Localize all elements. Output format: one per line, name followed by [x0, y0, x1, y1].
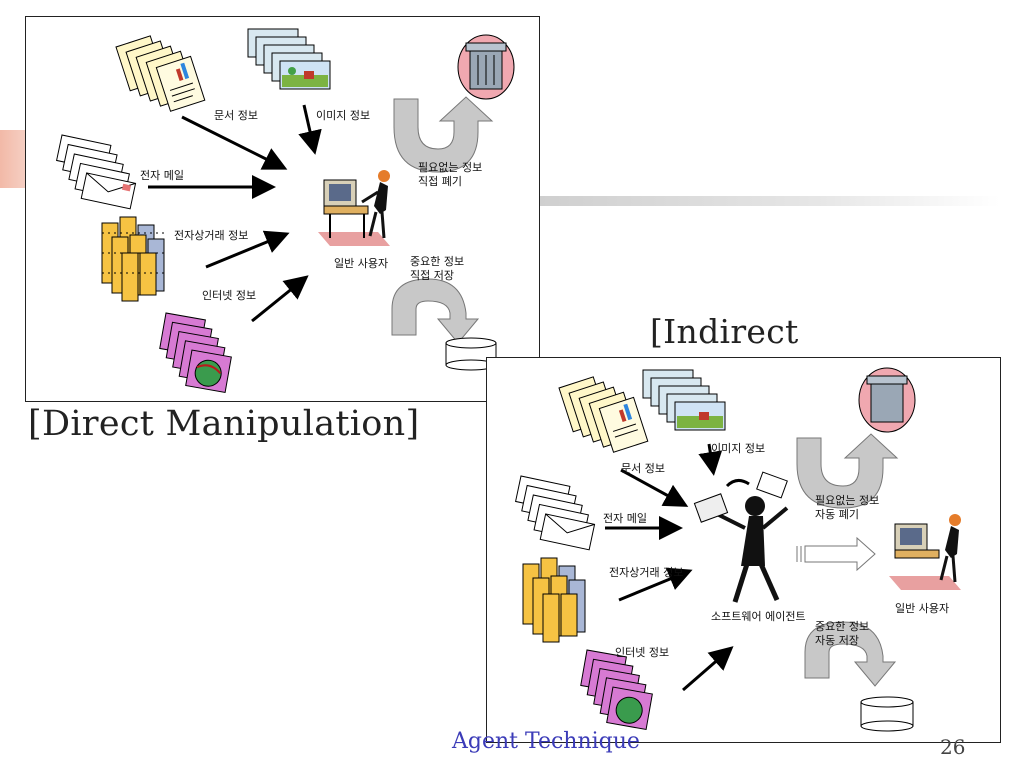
- label-general-user: 일반 사용자: [895, 602, 950, 615]
- slide-footer: Agent Technique: [452, 729, 640, 754]
- storage-cylinder-icon: [445, 337, 497, 371]
- label-save-line2: 직접 저장: [410, 269, 454, 282]
- label-general-user: 일반 사용자: [334, 257, 389, 270]
- slide-divider-line: [540, 196, 1000, 206]
- label-discard-line2: 자동 폐기: [815, 508, 859, 521]
- label-email: 전자 메일: [140, 169, 184, 182]
- label-ecommerce-info: 전자상거래 정보: [174, 229, 249, 242]
- page-number: 26: [940, 735, 966, 759]
- coin-stack-icon: [522, 557, 586, 643]
- computer-user-icon: [318, 170, 390, 246]
- discard-curved-arrow: [393, 96, 494, 173]
- flow-arrows: [148, 104, 322, 323]
- save-curved-arrow: [804, 621, 897, 687]
- label-discard-line1: 필요없는 정보: [418, 161, 483, 174]
- trash-can-icon: [457, 34, 515, 100]
- envelope-stack-icon: [56, 134, 137, 210]
- label-save-line1: 중요한 정보: [815, 620, 870, 633]
- label-ecommerce-info: 전자상거래 정보: [609, 566, 684, 579]
- label-discard-line1: 필요없는 정보: [815, 494, 880, 507]
- globe-stack-icon: [580, 649, 653, 731]
- label-software-agent: 소프트웨어 에이전트: [711, 610, 806, 623]
- globe-stack-icon: [159, 312, 232, 394]
- label-discard-line2: 직접 폐기: [418, 175, 462, 188]
- direct-diagram-graphics: [56, 28, 515, 394]
- picture-stack-icon: [247, 28, 331, 90]
- label-save-line1: 중요한 정보: [410, 255, 465, 268]
- label-image-info: 이미지 정보: [316, 109, 371, 122]
- indirect-diagram-graphics: [515, 367, 961, 732]
- coin-stack-icon: [101, 216, 165, 302]
- document-stack-icon: [115, 35, 206, 112]
- storage-cylinder-icon: [860, 696, 914, 732]
- software-agent-icon: [693, 471, 789, 603]
- picture-stack-icon: [642, 369, 726, 431]
- label-image-info: 이미지 정보: [711, 442, 766, 455]
- agent-to-user-arrow: [796, 536, 876, 572]
- label-save-line2: 자동 저장: [815, 634, 859, 647]
- label-internet-info: 인터넷 정보: [202, 289, 257, 302]
- flow-arrows: [605, 443, 734, 692]
- trash-can-icon: [858, 367, 916, 433]
- document-stack-icon: [558, 376, 649, 453]
- caption-direct-manipulation: [Direct Manipulation]: [28, 404, 420, 444]
- label-internet-info: 인터넷 정보: [615, 646, 670, 659]
- label-document-info: 문서 정보: [621, 462, 665, 475]
- envelope-stack-icon: [515, 475, 596, 551]
- label-document-info: 문서 정보: [214, 109, 258, 122]
- label-email: 전자 메일: [603, 512, 647, 525]
- computer-user-icon: [889, 514, 961, 590]
- save-curved-arrow: [391, 278, 480, 344]
- direct-manipulation-diagram: 문서 정보 이미지 정보 전자 메일 전자상거래 정보 인터넷 정보 일반 사용…: [25, 16, 540, 402]
- indirect-manipulation-diagram: 문서 정보 이미지 정보 전자 메일 전자상거래 정보 인터넷 정보 소프트웨어…: [486, 357, 1001, 743]
- discard-curved-arrow: [796, 433, 899, 509]
